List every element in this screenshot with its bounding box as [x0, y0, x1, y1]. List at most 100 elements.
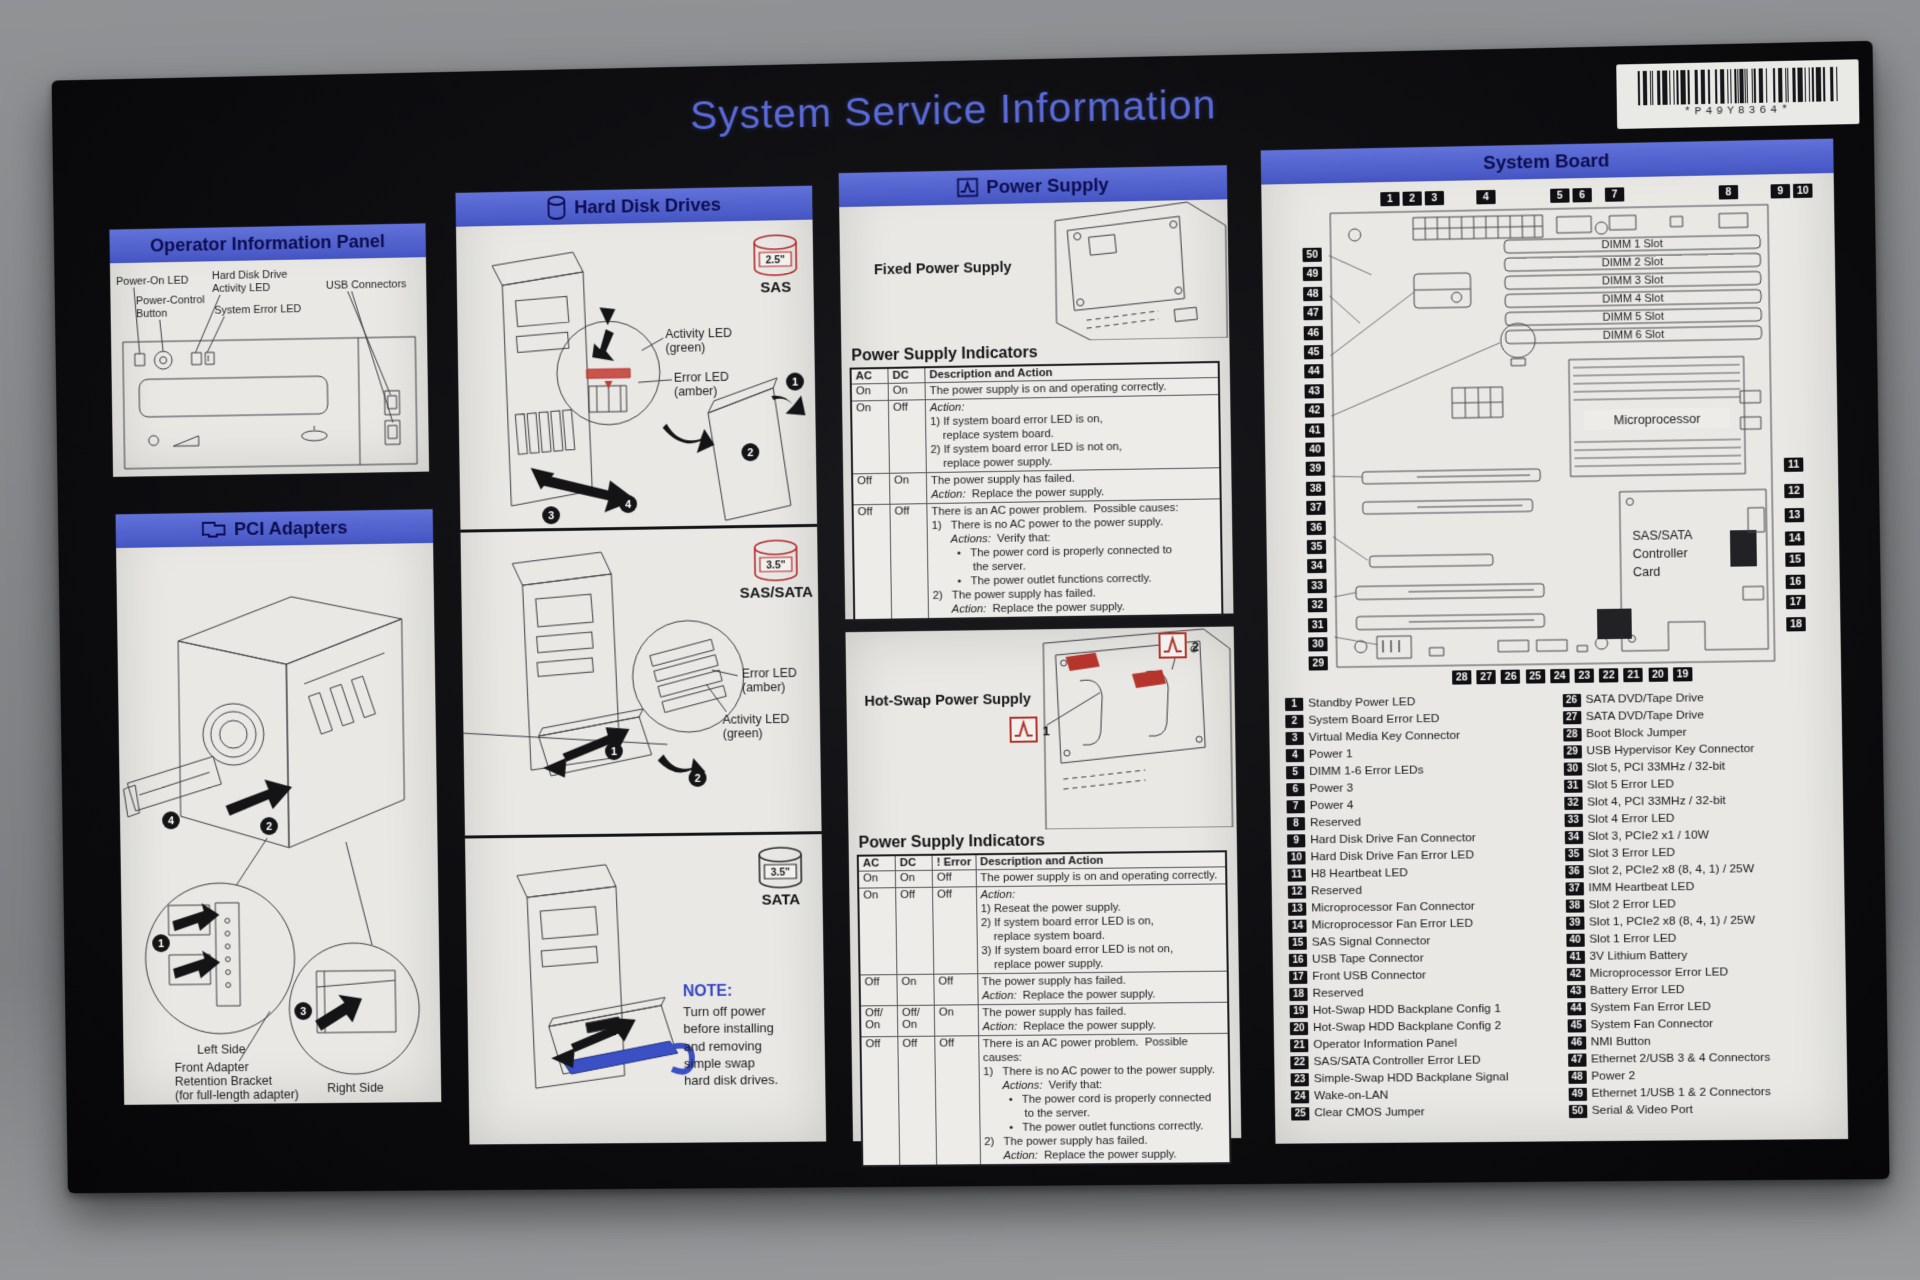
board-callout-badge: 41: [1305, 422, 1325, 438]
svg-text:Activity LED: Activity LED: [665, 326, 732, 341]
svg-text:Error LED: Error LED: [674, 370, 729, 385]
board-callout-badge: 19: [1672, 667, 1693, 682]
hdd-section-sata-35: 3.5" SATA: [465, 834, 826, 1143]
svg-text:3: 3: [548, 510, 554, 522]
svg-text:Controller: Controller: [1633, 546, 1688, 561]
legend-label: Microprocessor Fan Error LED: [1311, 915, 1474, 932]
legend-label: Slot 2 Error LED: [1588, 896, 1676, 912]
legend-number-badge: 21: [1290, 1038, 1309, 1052]
svg-text:DIMM 6 Slot: DIMM 6 Slot: [1603, 329, 1665, 342]
legend-label: Slot 1 Error LED: [1589, 930, 1677, 946]
legend-item: 40 Slot 1 Error LED: [1565, 930, 1831, 947]
legend-number-badge: 48: [1567, 1070, 1587, 1084]
svg-text:(green): (green): [723, 726, 763, 741]
legend-label: System Fan Connector: [1590, 1015, 1714, 1032]
board-callout-badge: 27: [1476, 669, 1496, 685]
legend-label: System Fan Error LED: [1590, 998, 1711, 1015]
legend-label: IMM Heartbeat LED: [1588, 878, 1695, 895]
legend-label: System Board Error LED: [1308, 710, 1440, 727]
label-usb-connectors: USB Connectors: [326, 278, 407, 292]
board-callout-badge: 39: [1305, 461, 1326, 477]
board-callout-badge: 29: [1308, 656, 1328, 671]
label-system-error-led: System Error LED: [214, 303, 301, 317]
board-callout-badge: 18: [1786, 617, 1806, 632]
svg-text:(amber): (amber): [674, 384, 718, 399]
legend-label: Slot 4, PCI 33MHz / 32-bit: [1587, 792, 1726, 809]
legend-label: SATA DVD/Tape Drive: [1585, 707, 1705, 724]
legend-label: Slot 3 Error LED: [1587, 844, 1676, 861]
board-callout-badge: 13: [1784, 507, 1805, 523]
legend-label: Operator Information Panel: [1313, 1035, 1457, 1052]
hdd-sassata-callouts: 1 2: [604, 742, 707, 787]
svg-text:Microprocessor: Microprocessor: [1614, 412, 1701, 428]
legend-number-badge: 4: [1285, 748, 1305, 762]
drive-size-icon-35-sassata: 3.5" SAS/SATA: [740, 540, 813, 602]
legend-number-badge: 10: [1287, 850, 1306, 865]
legend-item: 6 Power 3: [1286, 779, 1549, 796]
svg-text:(green): (green): [665, 340, 705, 355]
legend-label: Ethernet 2/USB 3 & 4 Connectors: [1590, 1049, 1771, 1066]
legend-number-badge: 49: [1568, 1087, 1587, 1101]
legend-number-badge: 1: [1284, 697, 1304, 711]
pci-adapters-panel: PCI Adapters: [115, 509, 442, 1105]
svg-text:Activity LED: Activity LED: [722, 712, 789, 727]
legend-number-badge: 31: [1563, 779, 1582, 793]
legend-label: SAS/SATA Controller Error LED: [1313, 1052, 1481, 1069]
legend-label: Microprocessor Error LED: [1589, 964, 1729, 980]
legend-item: 21 Operator Information Panel: [1290, 1036, 1553, 1052]
board-callout-badge: 20: [1648, 667, 1668, 682]
legend-item: 27 SATA DVD/Tape Drive: [1562, 707, 1827, 725]
legend-label: Reserved: [1309, 814, 1362, 830]
board-callout-badge: 25: [1525, 669, 1545, 684]
hard-disk-drives-panel: Hard Disk Drives 2.5" SAS: [455, 185, 827, 1145]
legend-number-badge: 27: [1562, 710, 1581, 724]
svg-text:1: 1: [792, 376, 798, 388]
board-callout-badge: 37: [1306, 500, 1326, 516]
board-callout-badge: 22: [1599, 668, 1619, 683]
svg-text:2: 2: [747, 447, 753, 459]
legend-label: 3V Lithium Battery: [1589, 947, 1688, 963]
legend-item: 31 Slot 5 Error LED: [1563, 775, 1828, 793]
legend-number-badge: 6: [1286, 782, 1305, 796]
legend-label: Slot 5 Error LED: [1586, 776, 1675, 792]
board-callout-badge: 21: [1623, 667, 1644, 683]
legend-item: 14 Microprocessor Fan Error LED: [1288, 916, 1551, 933]
system-board-title: System Board: [1483, 149, 1610, 174]
hdd-section-sassata-35: 3.5" SAS/SATA: [460, 526, 822, 839]
board-callout-badge: 30: [1308, 637, 1328, 652]
legend-number-badge: 14: [1288, 919, 1307, 933]
legend-label: Power 3: [1309, 780, 1354, 796]
legend-number-badge: 47: [1567, 1053, 1587, 1067]
legend-number-badge: 13: [1288, 902, 1307, 916]
barcode-text: *P49Y8364*: [1683, 104, 1792, 119]
legend-number-badge: 50: [1568, 1104, 1587, 1118]
legend-number-badge: 40: [1565, 933, 1585, 947]
board-callout-badge: 5: [1550, 188, 1570, 203]
legend-label: Microprocessor Fan Connector: [1311, 898, 1475, 915]
legend-label: Front USB Connector: [1312, 967, 1427, 983]
hdd-sas-diagram: 2.5" SAS: [456, 220, 806, 525]
svg-text:1: 1: [1042, 723, 1049, 738]
fixed-psu-figure: Fixed Power Supply: [839, 199, 1229, 344]
